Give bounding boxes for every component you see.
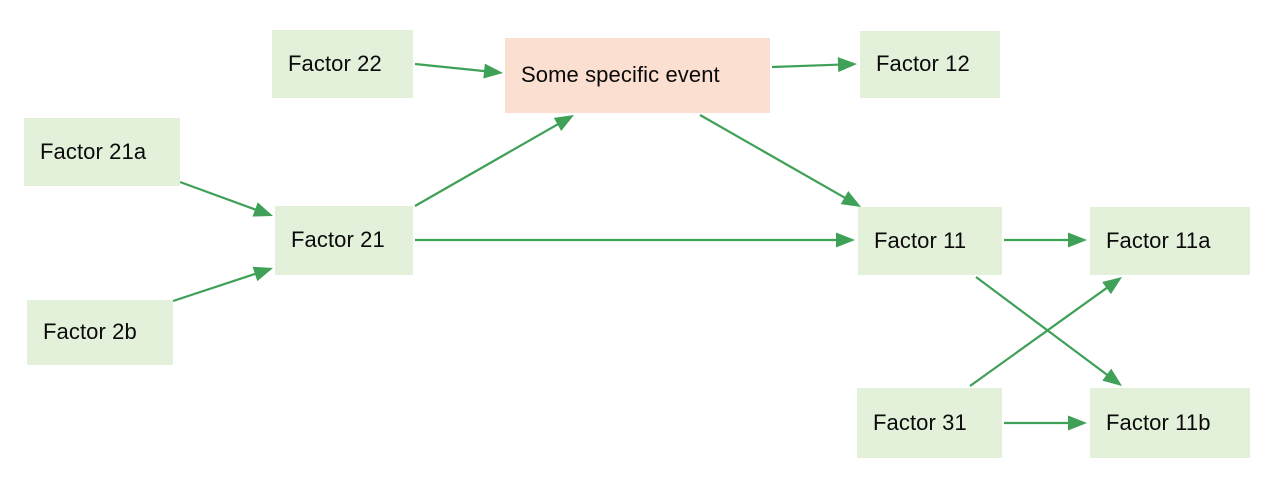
arrowhead-icon <box>252 266 273 282</box>
edge-factor21a-to-factor21 <box>179 180 273 217</box>
edge-factor21-to-event <box>414 115 574 207</box>
arrowhead-icon <box>483 63 503 79</box>
node-label: Factor 21a <box>40 138 147 164</box>
node-factor22[interactable]: Factor 22 <box>272 30 413 98</box>
node-factor11[interactable]: Factor 11 <box>858 207 1002 275</box>
edge-factor21-to-factor11 <box>415 232 855 248</box>
edge-factor31-to-factor11a <box>969 277 1122 387</box>
node-label: Factor 22 <box>288 50 382 76</box>
arrowhead-icon <box>553 115 574 131</box>
arrowhead-icon <box>840 191 861 207</box>
node-factor21a[interactable]: Factor 21a <box>24 118 180 186</box>
arrowhead-icon <box>1068 232 1087 248</box>
node-some-specific-event[interactable]: Some specific event <box>505 38 770 113</box>
node-label: Factor 12 <box>876 51 970 77</box>
node-label: Some specific event <box>521 62 720 88</box>
edge-factor31-to-factor11b <box>1004 415 1087 431</box>
edge-factor22-to-event <box>414 62 503 79</box>
node-label: Factor 11b <box>1106 409 1211 435</box>
node-factor12[interactable]: Factor 12 <box>860 31 1000 98</box>
arrowhead-icon <box>1068 415 1087 431</box>
node-factor11a[interactable]: Factor 11a <box>1090 207 1250 275</box>
node-label: Factor 11a <box>1106 227 1211 253</box>
node-factor11b[interactable]: Factor 11b <box>1090 388 1250 458</box>
node-label: Factor 31 <box>873 409 967 435</box>
edge-factor2b-to-factor21 <box>172 266 273 303</box>
edge-event-to-factor11 <box>699 114 861 207</box>
node-label: Factor 21 <box>291 227 385 253</box>
arrowhead-icon <box>1102 277 1122 295</box>
edge-factor11-to-factor11a <box>1004 232 1087 248</box>
node-label: Factor 2b <box>43 319 137 345</box>
node-factor21[interactable]: Factor 21 <box>275 206 413 275</box>
arrowhead-icon <box>836 232 855 248</box>
arrowhead-icon <box>252 202 273 217</box>
node-label: Factor 11 <box>874 227 967 253</box>
node-factor2b[interactable]: Factor 2b <box>27 300 173 365</box>
edge-event-to-factor12 <box>771 57 857 73</box>
arrowhead-icon <box>837 57 857 73</box>
edge-factor11-to-factor11b <box>975 276 1122 386</box>
arrowhead-icon <box>1102 368 1122 386</box>
node-factor31[interactable]: Factor 31 <box>857 388 1002 458</box>
